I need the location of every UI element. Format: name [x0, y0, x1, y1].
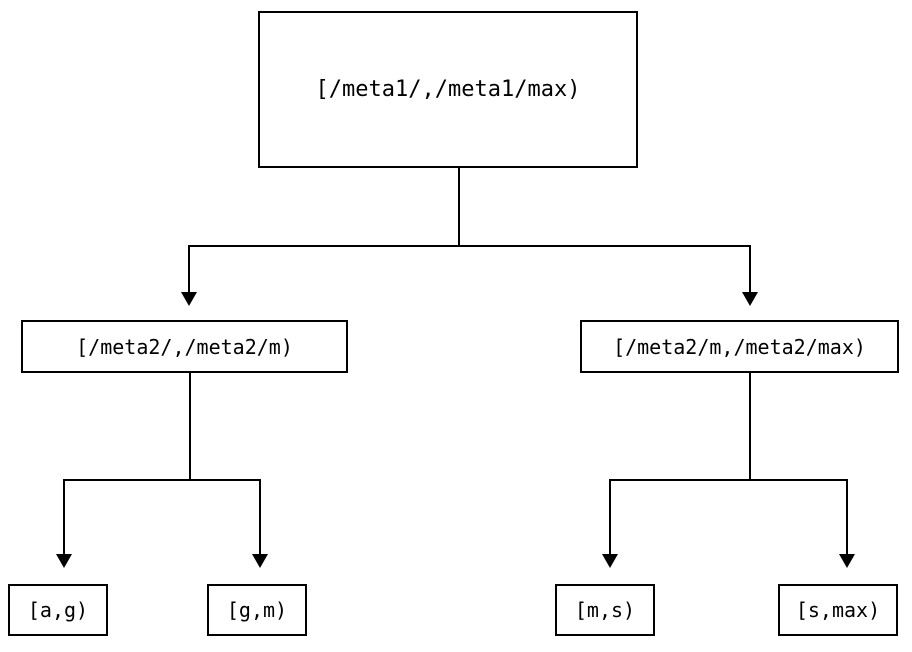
arrowhead-to-m-s [602, 554, 618, 568]
edge-meta2-low-to-a-g [63, 479, 65, 559]
edge-root-to-meta2-low [188, 245, 190, 298]
edge-meta2-high-bus [609, 479, 848, 481]
node-leaf-g-m[interactable]: [g,m) [207, 584, 307, 636]
arrowhead-to-s-max [839, 554, 855, 568]
node-leaf-a-g-label: [a,g) [27, 598, 89, 622]
node-root[interactable]: [/meta1/,/meta1/max) [258, 11, 638, 168]
edge-root-to-meta2-high [749, 245, 751, 298]
node-leaf-g-m-label: [g,m) [226, 598, 288, 622]
edge-meta2-low-trunk [189, 373, 191, 481]
edge-root-trunk [458, 168, 460, 247]
node-root-label: [/meta1/,/meta1/max) [315, 76, 581, 102]
edge-meta2-high-trunk [749, 373, 751, 481]
arrowhead-to-g-m [252, 554, 268, 568]
node-leaf-m-s-label: [m,s) [574, 598, 636, 622]
edge-meta2-low-to-g-m [259, 479, 261, 559]
node-meta2-high-label: [/meta2/m,/meta2/max) [613, 334, 866, 359]
edge-root-bus [188, 245, 751, 247]
arrowhead-to-a-g [56, 554, 72, 568]
node-leaf-s-max-label: [s,max) [795, 598, 881, 622]
node-meta2-high[interactable]: [/meta2/m,/meta2/max) [580, 320, 899, 373]
node-leaf-a-g[interactable]: [a,g) [8, 584, 108, 636]
node-meta2-low[interactable]: [/meta2/,/meta2/m) [21, 320, 348, 373]
node-leaf-s-max[interactable]: [s,max) [778, 584, 898, 636]
edge-meta2-high-to-s-max [846, 479, 848, 559]
arrowhead-root-to-meta2-high [742, 292, 758, 306]
node-meta2-low-label: [/meta2/,/meta2/m) [76, 334, 293, 359]
node-leaf-m-s[interactable]: [m,s) [555, 584, 655, 636]
edge-meta2-low-bus [63, 479, 261, 481]
arrowhead-root-to-meta2-low [181, 292, 197, 306]
edge-meta2-high-to-m-s [609, 479, 611, 559]
